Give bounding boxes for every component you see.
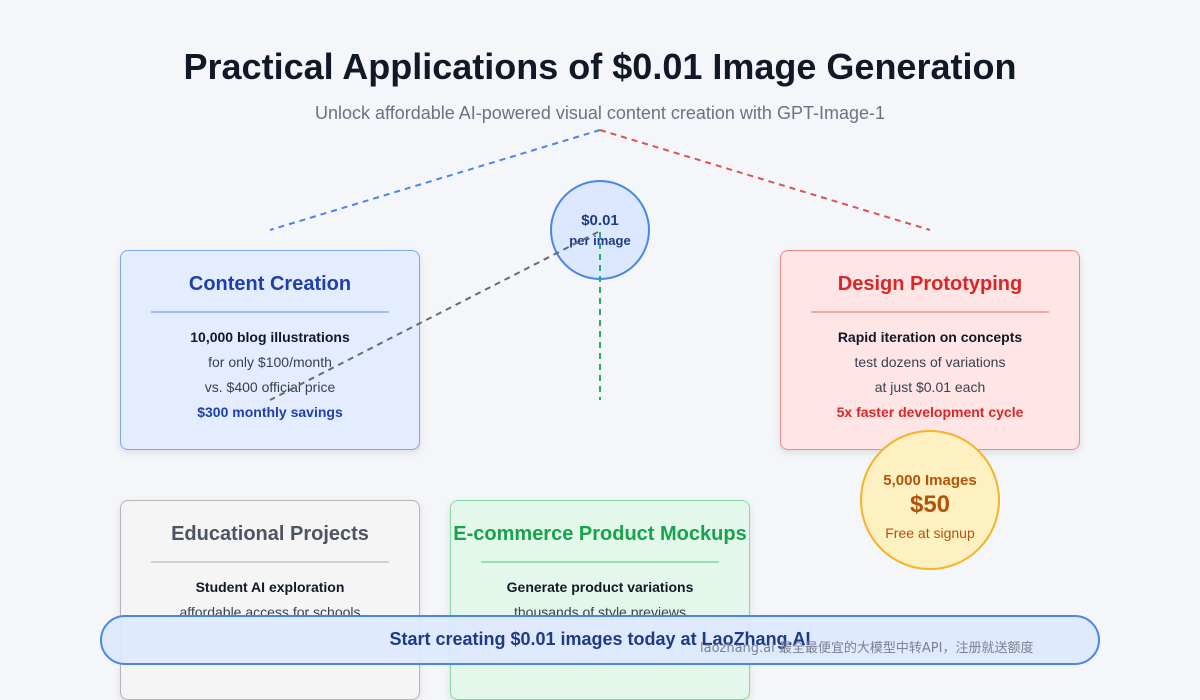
page-title: Practical Applications of $0.01 Image Ge… [183, 46, 1017, 87]
cta-banner[interactable] [100, 615, 1100, 665]
card-line: test dozens of variations [854, 354, 1006, 370]
card-content-creation: Content Creation 10,000 blog illustratio… [120, 250, 420, 450]
card-highlight: 5x faster development cycle [836, 404, 1024, 420]
connector-blue [269, 129, 601, 231]
watermark: laozhang.ai 最全最便宜的大模型中转API，注册就送额度 [700, 641, 1034, 656]
card-line: Generate product variations [506, 579, 694, 595]
connector-lines [269, 129, 931, 231]
card-divider [811, 311, 1049, 313]
price-value: $0.01 [581, 212, 619, 229]
promo-images: 5,000 Images [883, 472, 977, 489]
card-design-prototyping: Design Prototyping Rapid iteration on co… [780, 250, 1080, 450]
card-line: for only $100/month [208, 354, 332, 370]
promo-price: $50 [909, 491, 951, 518]
cta-banner-text[interactable]: Start creating $0.01 images today at Lao… [389, 629, 811, 649]
promo-note: Free at signup [885, 525, 975, 541]
signup-promo-badge: 5,000 Images $50 Free at signup [860, 430, 1000, 570]
card-title: Design Prototyping [837, 273, 1023, 295]
connector-red [599, 129, 931, 231]
card-educational-projects: Educational Projects Student AI explorat… [120, 500, 420, 700]
price-per-image-badge: $0.01 per image [550, 180, 650, 280]
card-title: Educational Projects [171, 523, 369, 545]
card-title: E-commerce Product Mockups [453, 523, 747, 545]
card-line: at just $0.01 each [874, 379, 986, 395]
card-title: Content Creation [188, 273, 352, 295]
card-divider [151, 561, 389, 563]
card-divider [481, 561, 719, 563]
price-unit: per image [569, 233, 631, 248]
card-divider [151, 311, 389, 313]
card-line: Rapid iteration on concepts [837, 329, 1023, 345]
page-subtitle: Unlock affordable AI-powered visual cont… [315, 103, 885, 123]
card-line: Student AI exploration [195, 579, 345, 595]
card-highlight: $300 monthly savings [197, 404, 343, 420]
card-line: vs. $400 official price [204, 379, 336, 395]
card-ecommerce-mockups: E-commerce Product Mockups Generate prod… [450, 500, 750, 700]
card-line: 10,000 blog illustrations [190, 329, 350, 345]
